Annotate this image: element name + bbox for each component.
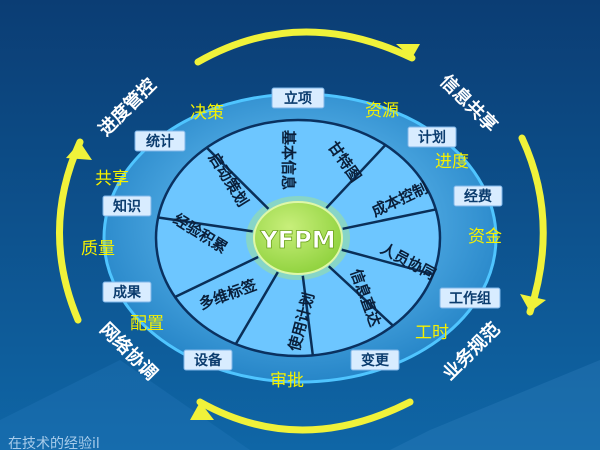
ring-word: 质量 xyxy=(81,239,115,259)
center-label: YFPM xyxy=(259,226,335,254)
footer-text: 在技术的经验il xyxy=(8,436,100,450)
ring-tag: 统计 xyxy=(134,130,186,152)
ring-tag: 变更 xyxy=(350,349,400,371)
ring-tag: 工作组 xyxy=(439,287,501,309)
ring-tag-label: 统计 xyxy=(146,133,174,150)
ring-tag-label: 工作组 xyxy=(449,290,491,307)
ring-tag-label: 变更 xyxy=(361,352,390,369)
inner-spoke xyxy=(301,275,315,356)
ring-tag: 成果 xyxy=(102,281,152,303)
ring-word: 工时 xyxy=(415,323,449,343)
ring-tag-box xyxy=(439,287,501,309)
cycle-arrows xyxy=(56,28,547,434)
ring-tag: 立项 xyxy=(271,87,325,109)
inner-spoke xyxy=(174,255,259,299)
cycle-arrow xyxy=(196,398,414,434)
cycle-arrow xyxy=(56,138,84,324)
cycle-arrowhead xyxy=(396,44,420,58)
cycle-arrowhead xyxy=(520,294,546,312)
inner-spoke xyxy=(205,146,270,210)
ring-word: 审批 xyxy=(270,371,304,391)
ring-word: 决策 xyxy=(190,103,224,123)
ring-tag-box xyxy=(183,349,233,371)
ring-tag-box xyxy=(350,349,400,371)
ring-tag-box xyxy=(453,185,503,207)
background-decoration-2 xyxy=(0,360,250,450)
ring-tag-label: 知识 xyxy=(113,198,141,215)
inner-spokes xyxy=(157,144,437,356)
inner-spoke xyxy=(327,265,394,327)
ring-word: 资源 xyxy=(365,101,399,121)
ring-word: 资金 xyxy=(468,227,502,247)
ring-tag-box xyxy=(271,87,325,109)
ring-tag-box xyxy=(102,281,152,303)
inner-spoke xyxy=(342,208,437,231)
ring-tag-box xyxy=(407,126,457,148)
background-decoration xyxy=(390,360,600,450)
cycle-arrow xyxy=(518,134,547,316)
ring-tag-label: 计划 xyxy=(418,129,446,146)
ring-tag-box xyxy=(102,195,152,217)
cycle-arrowhead xyxy=(190,402,214,420)
inner-spoke xyxy=(157,216,253,233)
ring-tag-label: 立项 xyxy=(284,90,312,107)
inner-spoke xyxy=(341,248,434,276)
ring-word: 进度 xyxy=(435,152,469,172)
inner-segment-label: 基本信息 xyxy=(280,129,298,190)
ring-tag: 设备 xyxy=(183,349,233,371)
center-node xyxy=(253,201,343,275)
ring-tag: 知识 xyxy=(102,195,152,217)
cycle-arrowhead xyxy=(66,142,92,160)
ring-tag-label: 设备 xyxy=(194,352,223,369)
ring-word: 共享 xyxy=(95,169,129,189)
inner-spoke xyxy=(325,144,387,209)
ring-tag: 经费 xyxy=(453,185,503,207)
ring-tag: 计划 xyxy=(407,126,457,148)
inner-spoke xyxy=(234,271,279,345)
ring-tag-label: 经费 xyxy=(464,188,492,205)
cycle-arrow xyxy=(194,28,416,66)
ring-word: 配置 xyxy=(130,314,164,334)
ring-tag-label: 成果 xyxy=(113,284,142,301)
ring-tag-box xyxy=(134,130,186,152)
